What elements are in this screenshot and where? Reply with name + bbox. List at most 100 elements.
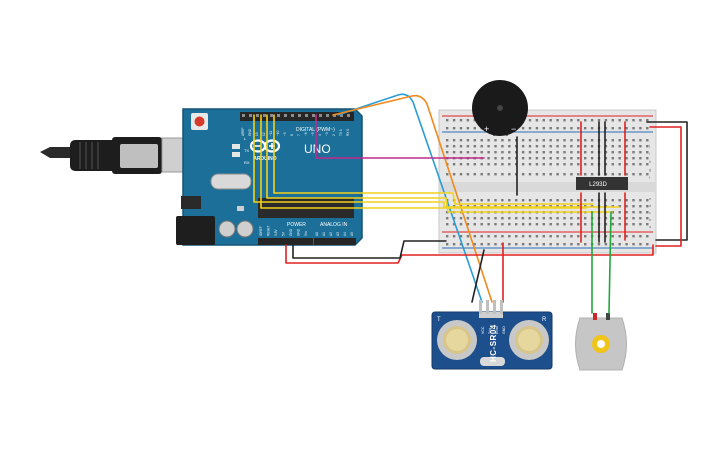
breadboard-hole[interactable] <box>542 145 545 148</box>
breadboard-hole[interactable] <box>611 157 614 160</box>
breadboard-hole[interactable] <box>466 151 470 154</box>
breadboard-hole[interactable] <box>584 151 587 154</box>
digital-pin-hole[interactable] <box>284 114 287 117</box>
breadboard-hole[interactable] <box>563 217 566 220</box>
breadboard-hole[interactable] <box>535 119 539 122</box>
breadboard-hole[interactable] <box>570 199 573 202</box>
breadboard-hole[interactable] <box>494 217 497 220</box>
breadboard-hole[interactable] <box>542 243 545 246</box>
breadboard-hole[interactable] <box>535 151 539 154</box>
breadboard-hole[interactable] <box>452 173 456 176</box>
breadboard-hole[interactable] <box>473 163 476 166</box>
breadboard-hole[interactable] <box>577 139 580 142</box>
breadboard-hole[interactable] <box>577 151 580 154</box>
breadboard-hole[interactable] <box>521 235 525 238</box>
breadboard-hole[interactable] <box>487 243 490 246</box>
breadboard-hole[interactable] <box>480 151 483 154</box>
breadboard-hole[interactable] <box>625 119 628 122</box>
breadboard-hole[interactable] <box>604 235 608 238</box>
breadboard-hole[interactable] <box>563 163 566 166</box>
breadboard-hole[interactable] <box>515 223 518 226</box>
breadboard-hole[interactable] <box>549 119 552 122</box>
breadboard-hole[interactable] <box>570 157 573 160</box>
breadboard-hole[interactable] <box>563 157 566 160</box>
breadboard-hole[interactable] <box>528 223 532 226</box>
breadboard-hole[interactable] <box>535 157 539 160</box>
breadboard-hole[interactable] <box>515 199 518 202</box>
breadboard-hole[interactable] <box>508 173 511 176</box>
breadboard-hole[interactable] <box>625 217 628 220</box>
breadboard-hole[interactable] <box>625 199 628 202</box>
breadboard-hole[interactable] <box>501 163 504 166</box>
breadboard-hole[interactable] <box>549 199 552 202</box>
breadboard-hole[interactable] <box>508 157 511 160</box>
breadboard-hole[interactable] <box>577 235 580 238</box>
wire-red-5v[interactable] <box>285 244 654 264</box>
breadboard-hole[interactable] <box>452 151 456 154</box>
breadboard-hole[interactable] <box>459 243 463 246</box>
breadboard-hole[interactable] <box>549 243 552 246</box>
breadboard-hole[interactable] <box>570 151 573 154</box>
breadboard-hole[interactable] <box>487 145 490 148</box>
breadboard-hole[interactable] <box>618 157 621 160</box>
breadboard-hole[interactable] <box>632 163 635 166</box>
breadboard-hole[interactable] <box>446 235 449 238</box>
breadboard-hole[interactable] <box>452 119 456 122</box>
breadboard-hole[interactable] <box>542 157 545 160</box>
breadboard-hole[interactable] <box>535 173 539 176</box>
breadboard-hole[interactable] <box>480 173 483 176</box>
breadboard-hole[interactable] <box>535 139 539 142</box>
breadboard-hole[interactable] <box>480 223 483 226</box>
breadboard-hole[interactable] <box>563 243 566 246</box>
breadboard-hole[interactable] <box>528 243 532 246</box>
breadboard-hole[interactable] <box>577 145 580 148</box>
breadboard-hole[interactable] <box>625 145 628 148</box>
breadboard-hole[interactable] <box>521 173 525 176</box>
breadboard-hole[interactable] <box>618 139 621 142</box>
digital-pin-hole[interactable] <box>249 114 252 117</box>
breadboard-hole[interactable] <box>632 157 635 160</box>
breadboard-hole[interactable] <box>604 127 608 130</box>
breadboard-hole[interactable] <box>584 235 587 238</box>
breadboard-hole[interactable] <box>577 157 580 160</box>
breadboard-hole[interactable] <box>508 223 511 226</box>
breadboard-hole[interactable] <box>618 119 621 122</box>
breadboard-hole[interactable] <box>480 163 483 166</box>
breadboard-hole[interactable] <box>577 163 580 166</box>
breadboard-hole[interactable] <box>452 145 456 148</box>
breadboard-hole[interactable] <box>466 119 470 122</box>
breadboard-hole[interactable] <box>508 151 511 154</box>
breadboard-hole[interactable] <box>584 199 587 202</box>
breadboard-hole[interactable] <box>473 145 476 148</box>
breadboard-hole[interactable] <box>646 243 649 246</box>
breadboard-hole[interactable] <box>639 119 642 122</box>
breadboard-hole[interactable] <box>528 235 532 238</box>
breadboard-hole[interactable] <box>639 163 642 166</box>
breadboard-hole[interactable] <box>452 223 456 226</box>
breadboard-hole[interactable] <box>535 243 539 246</box>
breadboard-hole[interactable] <box>570 139 573 142</box>
breadboard-hole[interactable] <box>590 127 594 130</box>
breadboard-hole[interactable] <box>632 205 635 208</box>
breadboard-hole[interactable] <box>590 151 594 154</box>
breadboard-hole[interactable] <box>611 127 614 130</box>
breadboard-hole[interactable] <box>618 217 621 220</box>
breadboard-hole[interactable] <box>611 223 614 226</box>
breadboard-hole[interactable] <box>611 211 614 214</box>
breadboard-hole[interactable] <box>535 163 539 166</box>
breadboard-hole[interactable] <box>521 157 525 160</box>
breadboard-hole[interactable] <box>508 243 511 246</box>
breadboard-hole[interactable] <box>501 217 504 220</box>
breadboard-hole[interactable] <box>494 235 497 238</box>
breadboard-hole[interactable] <box>618 145 621 148</box>
breadboard-hole[interactable] <box>542 119 545 122</box>
breadboard-hole[interactable] <box>639 235 642 238</box>
breadboard-hole[interactable] <box>632 139 635 142</box>
breadboard-hole[interactable] <box>625 211 628 214</box>
breadboard-hole[interactable] <box>563 223 566 226</box>
breadboard-hole[interactable] <box>556 151 559 154</box>
breadboard-hole[interactable] <box>625 223 628 226</box>
breadboard-hole[interactable] <box>494 199 497 202</box>
breadboard-hole[interactable] <box>584 243 587 246</box>
